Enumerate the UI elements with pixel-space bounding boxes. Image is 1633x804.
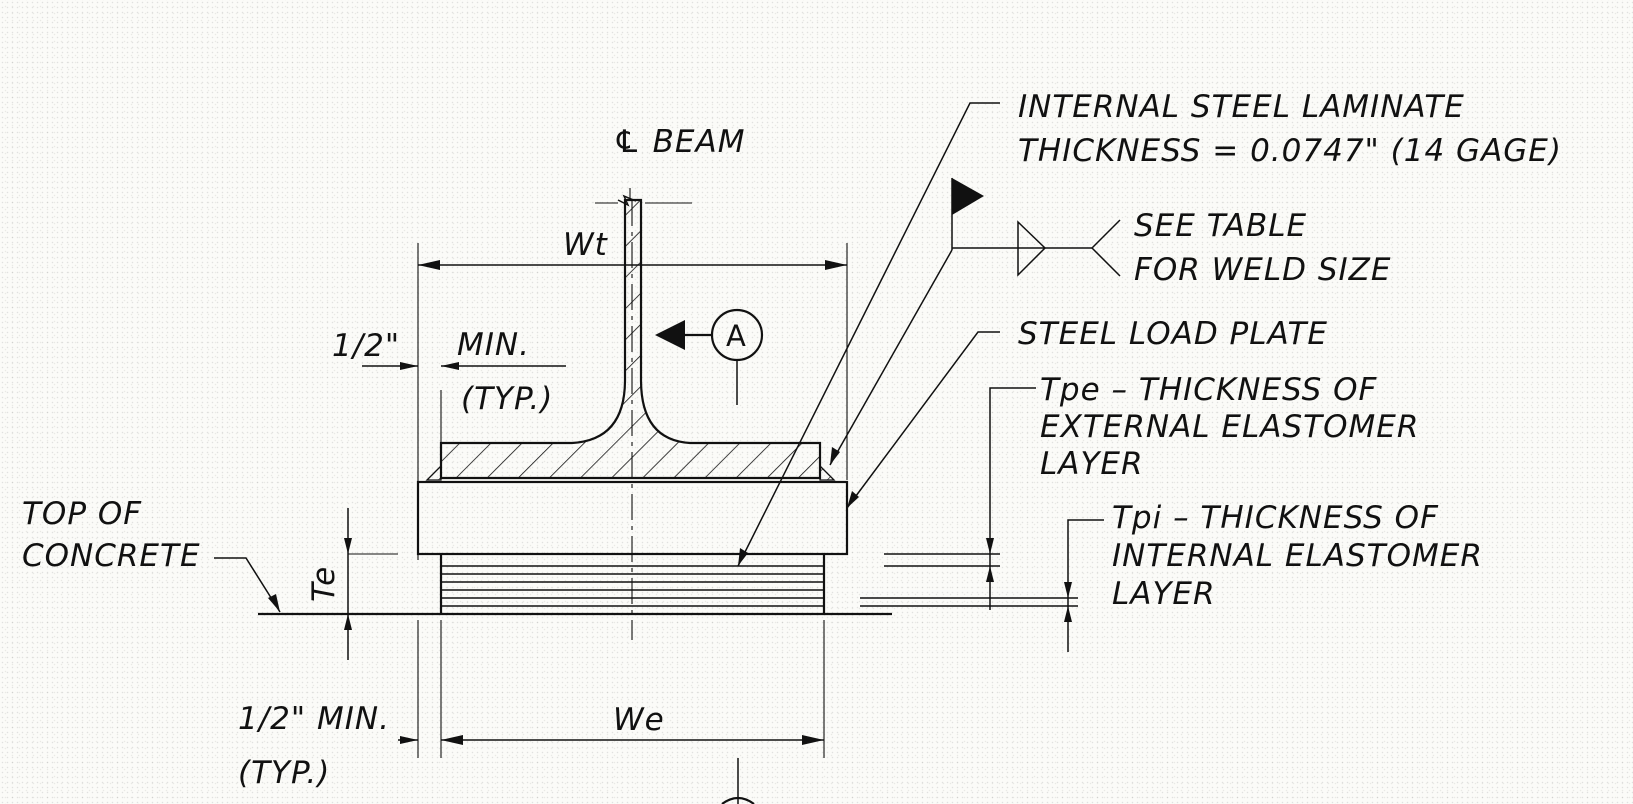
weld-fillet-symbol-icon xyxy=(1017,220,1047,277)
tpi-label-line2: INTERNAL ELASTOMER xyxy=(1112,538,1483,574)
beam-web-flange xyxy=(439,198,822,480)
weld-symbol xyxy=(829,178,1121,466)
tpe-label-line3: LAYER xyxy=(1040,446,1144,482)
wt-label: Wt xyxy=(563,227,609,263)
concrete-label-line2: CONCRETE xyxy=(22,538,201,574)
concrete-leader xyxy=(214,557,281,613)
section-marker-letter: A xyxy=(726,319,747,353)
tpi-label-line1: Tpi – THICKNESS OF xyxy=(1112,500,1439,536)
dimension-tpe xyxy=(884,387,1036,610)
load-plate-leader xyxy=(846,331,1000,509)
weld-fillet-left xyxy=(425,464,442,481)
dimension-te xyxy=(344,508,398,660)
laminate-leader xyxy=(737,102,1000,567)
beam-section xyxy=(439,188,822,480)
laminate-label-line1: INTERNAL STEEL LAMINATE xyxy=(1018,89,1465,125)
dimension-wt xyxy=(417,243,848,560)
te-label: Te xyxy=(306,566,342,602)
we-label: We xyxy=(613,702,665,738)
min-top-label: MIN. xyxy=(457,327,530,363)
tpe-label-line2: EXTERNAL ELASTOMER xyxy=(1040,409,1419,445)
half-inch-top-label: 1/2" xyxy=(332,328,400,364)
section-marker xyxy=(655,308,764,405)
dimension-we xyxy=(398,620,825,758)
load-plate-label: STEEL LOAD PLATE xyxy=(1018,316,1328,352)
half-inch-bottom-label: 1/2" MIN. xyxy=(238,701,390,737)
weld-fillet-right xyxy=(819,464,836,481)
dimension-tpi xyxy=(860,519,1104,652)
weld-flag-icon xyxy=(952,178,984,215)
concrete-label-line1: TOP OF xyxy=(22,496,142,532)
cl-beam-label: ℄ BEAM xyxy=(613,124,745,160)
typ-top-label: (TYP.) xyxy=(461,381,553,417)
dimension-half-inch-top xyxy=(362,362,566,443)
typ-bottom-label: (TYP.) xyxy=(238,755,330,791)
weld-label-line1: SEE TABLE xyxy=(1134,208,1307,244)
laminate-label-line2: THICKNESS = 0.0747" (14 GAGE) xyxy=(1018,133,1562,169)
weld-label-line2: FOR WELD SIZE xyxy=(1134,252,1392,288)
tpi-label-line3: LAYER xyxy=(1112,576,1216,612)
tpe-label-line1: Tpe – THICKNESS OF xyxy=(1040,372,1378,408)
